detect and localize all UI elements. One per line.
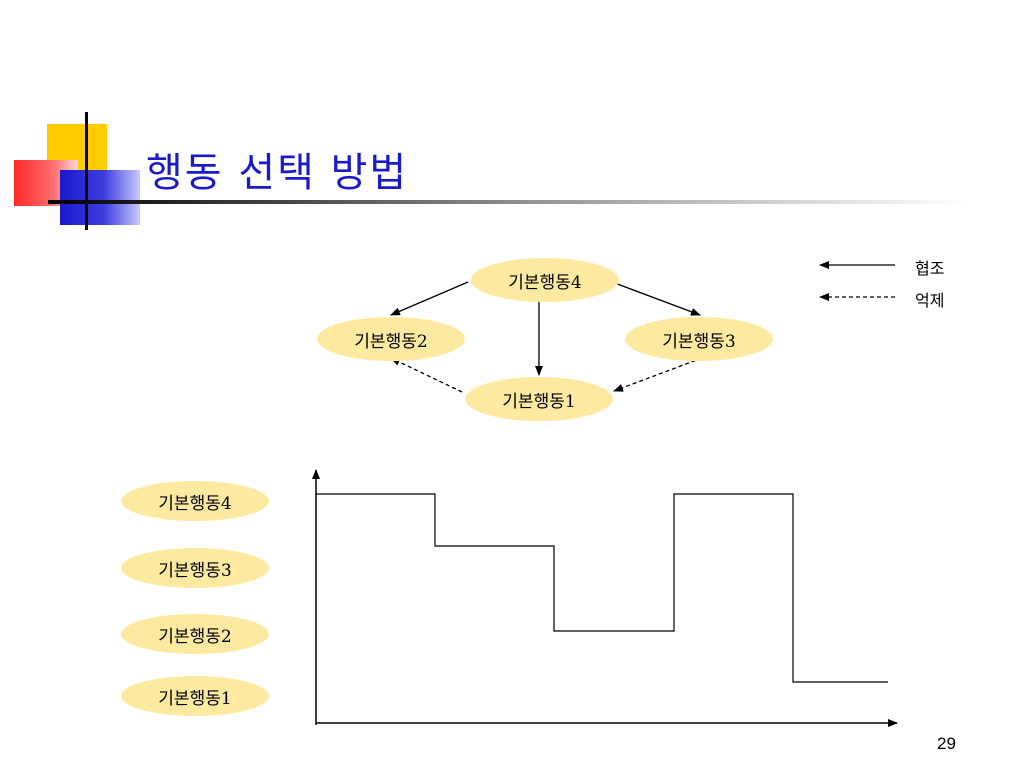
timeline-label-behavior1: 기본행동1: [121, 676, 269, 716]
node-behavior4: 기본행동4: [471, 258, 619, 302]
arrow-behavior3-to-behavior1: [613, 357, 703, 392]
active-behavior-step-line: [316, 493, 888, 683]
decor-blue-bar: [60, 170, 140, 225]
page-number: 29: [937, 734, 956, 753]
arrow-behavior4-to-behavior2: [390, 281, 469, 316]
timeline-label-behavior2: 기본행동2: [121, 614, 269, 654]
legend-cooperation-label: 협조: [915, 259, 945, 278]
legend-inhibition-label: 억제: [915, 291, 945, 310]
arrow-behavior1-to-behavior2: [390, 357, 463, 393]
node-behavior1: 기본행동1: [465, 377, 613, 421]
title-underline: [48, 200, 968, 204]
arrow-behavior4-to-behavior3: [611, 281, 701, 316]
timeline-label-behavior3: 기본행동3: [121, 548, 269, 588]
node-behavior2: 기본행동2: [317, 317, 465, 361]
node-behavior3: 기본행동3: [625, 317, 773, 361]
decor-vertical-line: [85, 112, 88, 230]
slide-title: 행동 선택 방법: [146, 150, 409, 196]
timeline-label-behavior4: 기본행동4: [121, 481, 269, 521]
